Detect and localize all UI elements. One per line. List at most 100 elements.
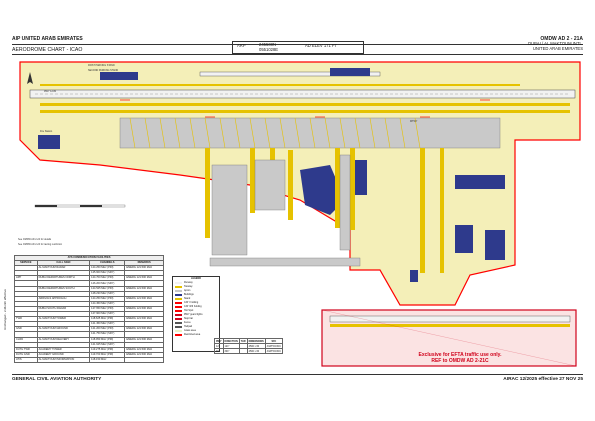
legend-item: Hot Spot [173,309,219,313]
taxiway-parallel-2 [40,110,570,113]
airport-country: UNITED ARAB EMIRATES [532,46,583,51]
legend-swatch [175,314,182,316]
taxiway-parallel-1 [40,103,570,106]
legend-label: Hot Spot [184,309,194,312]
info-note-2: See OMDW AD 2-24 for taxiing restriction [18,243,63,246]
legend-label: CAT II/III holding [184,305,202,308]
footer-rule [12,374,583,375]
efta-notice-line1: Exclusive for EFTA traffic use only. [418,352,502,358]
rwy-cell [238,348,248,354]
terminal-building [300,165,345,215]
legend-item: Apron [173,289,219,293]
aip-header-right: OMDW AD 2 - 21A [540,36,583,42]
legend-label: Buildings [184,293,194,296]
rwy-cell: 30 [214,348,224,354]
airport-name: DUBAI / AL MAKTOUM INTL. [528,41,583,46]
legend-swatch [175,282,182,284]
ats-communication-table: ATS COMMUNICATION FACILITIES SERVICE CAL… [14,254,164,363]
main-apron [119,117,501,149]
efta-notice: Exclusive for EFTA traffic use only. REF… [380,352,540,364]
legend-item: Fence [173,321,219,325]
apron-mid [254,159,286,211]
info-note: See OMDW AD 2-24 for details [18,238,52,241]
arp-box: ARP 245508N 0551028E AD ELEV 171 FT [232,41,364,54]
north-parking-note: FIRST PARKING STAND [88,64,115,67]
legend-swatch [175,306,182,308]
legend-item: Helipad [173,325,219,329]
terminal-pier [355,160,367,195]
runway-label-left: RWY 12/30 [44,90,57,93]
comm-cell [124,356,164,363]
legend-swatch [175,330,182,332]
rwy-cell: 301° [222,348,240,354]
mtwy-label: MTWY [410,120,418,123]
maintenance-building [485,230,505,260]
legend-label: Apron [184,289,191,292]
efta-runway [329,315,571,323]
footer-airac: AIRAC 12/2025 effective 27 NOV 25 [503,377,583,382]
airport-title: DUBAI / AL MAKTOUM INTL. UNITED ARAB EMI… [528,41,583,51]
legend-swatch [175,310,182,312]
small-building [410,270,418,282]
legend-label: CAT I holding [184,301,199,304]
stand-lines [129,117,421,149]
legend-label: Stop bar [184,317,194,320]
legend-item: Grass area [173,329,219,333]
holding-points [120,99,490,118]
legend-label: Helipad [184,325,193,328]
title-rule [12,54,583,55]
fire-station-building [38,135,60,149]
header-rule [12,44,583,45]
chart-title: AERODROME CHART - ICAO [12,47,83,53]
legend-swatch [175,286,182,288]
runway-north-strip [199,71,381,77]
legend-item: Stop bar [173,317,219,321]
legend-swatch [175,302,182,304]
arp-lat: 245508N [259,42,276,47]
comm-cell: 118.150 MHz [89,356,126,363]
legend-label: Fence [184,321,191,324]
hangar-building [455,175,505,189]
fire-station-label: Fire Station [40,130,53,133]
legend-label: Runway [184,281,193,284]
legend-label: Restricted area [184,333,201,336]
building-north-2 [330,68,370,76]
side-note: Unchanged - 2-Month effective [3,289,7,330]
south-parking-note: SECOND PARKING STAND [88,69,119,72]
arp-lon: 0551028E [259,47,279,52]
cargo-building [455,225,473,253]
north-arrow [27,72,33,84]
comm-cell: AL MAKTOUM INFORMATION [36,356,91,363]
legend-swatch [175,290,182,292]
efta-notice-line2: REF to OMDW AD 2-21C [431,358,489,364]
rwy-cell: 4500 x 60 [246,348,266,354]
legend-item: Taxiway [173,285,219,289]
legend-swatch [175,318,182,320]
legend-label: Taxiway [184,285,193,288]
legend-item: Buildings [173,293,219,297]
legend-item: RWY guard lights [173,313,219,317]
legend-item: Runway [173,281,219,285]
legend-swatch [175,298,182,300]
legend-item: Restricted area [173,333,219,337]
legend-swatch [175,334,182,336]
apron-west [211,164,248,256]
efta-taxiway [330,324,570,327]
legend-label: RWY guard lights [184,313,203,316]
arp-label: ARP [237,43,246,48]
legend-title: LEGEND [191,277,201,280]
aip-header-left: AIP UNITED ARAB EMIRATES [12,36,83,42]
comm-cell: ATIS [14,356,38,363]
legend-swatch [175,294,182,296]
taxiway-north [40,84,520,86]
rwy-cell: ASPH/CONC [264,348,284,354]
legend-label: Grass area [184,329,196,332]
legend-swatch [175,322,182,324]
legend-item: CAT II/III holding [173,305,219,309]
